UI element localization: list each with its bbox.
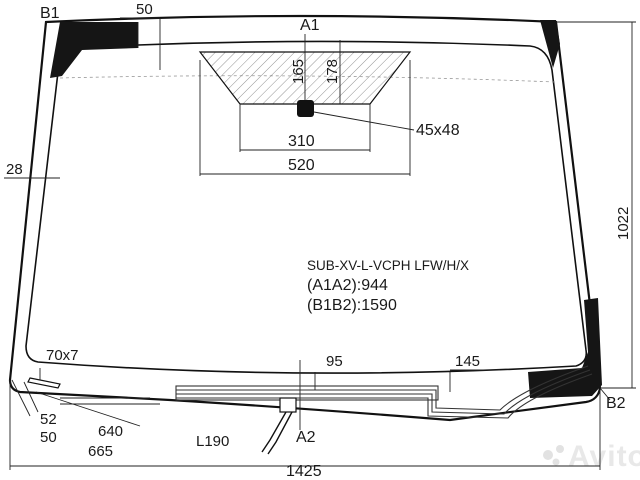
dim-50-top: 50	[136, 1, 153, 18]
watermark-text: Avito	[568, 440, 640, 473]
label-b1: B1	[40, 5, 60, 22]
dim-1022: 1022	[615, 207, 632, 240]
connector-block	[279, 397, 297, 413]
heating-wire-lower-2	[176, 369, 591, 415]
black-band-top-left	[50, 22, 138, 78]
heating-wire-lower-3	[176, 373, 593, 419]
label-a1: A1	[300, 17, 320, 34]
dim-178: 178	[324, 59, 341, 84]
dim-665: 665	[88, 443, 113, 460]
dim-l190: L190	[196, 433, 229, 450]
dim-310: 310	[288, 133, 315, 150]
dim-165: 165	[290, 59, 307, 84]
black-band-bottom-right	[528, 298, 602, 398]
dim-640: 640	[98, 423, 123, 440]
dim-520: 520	[288, 157, 315, 174]
dim-70x7: 70x7	[46, 347, 79, 364]
connector-cable-2	[267, 411, 293, 455]
avito-watermark: Avito	[543, 440, 640, 473]
a1a2-value: (A1A2):944	[307, 277, 388, 294]
label-b2: B2	[606, 395, 626, 412]
heating-wire-lower	[176, 365, 589, 411]
strip-70x7	[27, 377, 61, 389]
dim-45x48: 45x48	[416, 122, 460, 139]
dim-95: 95	[326, 353, 343, 370]
upper-dashed-line	[59, 75, 556, 83]
glass-code: SUB-XV-L-VCPH LFW/H/X	[307, 258, 469, 273]
label-a2: A2	[296, 429, 316, 446]
wiper-heater-strip	[175, 385, 439, 401]
glass-inner-outline	[25, 40, 588, 374]
dim-1425: 1425	[286, 463, 322, 480]
dim-28: 28	[6, 161, 23, 178]
black-band-top-right	[540, 20, 560, 68]
sensor-pad	[297, 100, 314, 117]
b1b2-value: (B1B2):1590	[307, 297, 397, 314]
dim-145: 145	[455, 353, 480, 370]
dim-50-bottom: 50	[40, 429, 57, 446]
dim-52: 52	[40, 411, 57, 428]
glass-outer-outline	[8, 14, 602, 422]
connector-cable	[261, 411, 287, 453]
